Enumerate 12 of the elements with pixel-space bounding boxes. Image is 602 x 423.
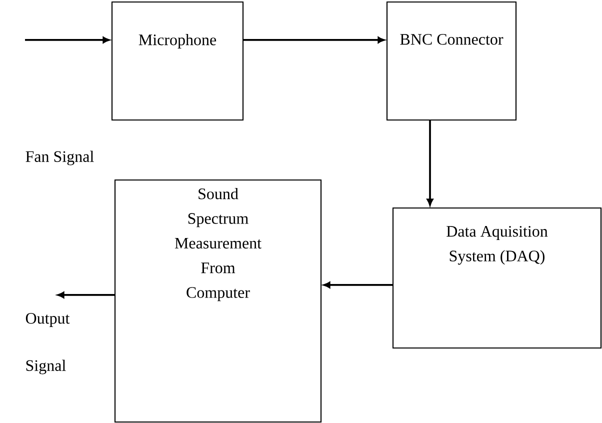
signal-label: Output <box>26 312 70 327</box>
process-box: BNC Connector <box>386 1 517 121</box>
process-box: Microphone <box>111 1 244 121</box>
arrow <box>426 120 434 206</box>
signal-label: Signal <box>26 360 66 374</box>
signal-label: Fan Signal <box>26 150 94 166</box>
arrow <box>323 282 393 288</box>
arrow <box>25 36 110 44</box>
process-box: Data Aquisition System (DAQ) <box>392 207 602 349</box>
arrow <box>57 292 115 298</box>
arrow <box>243 36 385 44</box>
process-box: Sound Spectrum Measurement From Computer <box>114 179 322 423</box>
